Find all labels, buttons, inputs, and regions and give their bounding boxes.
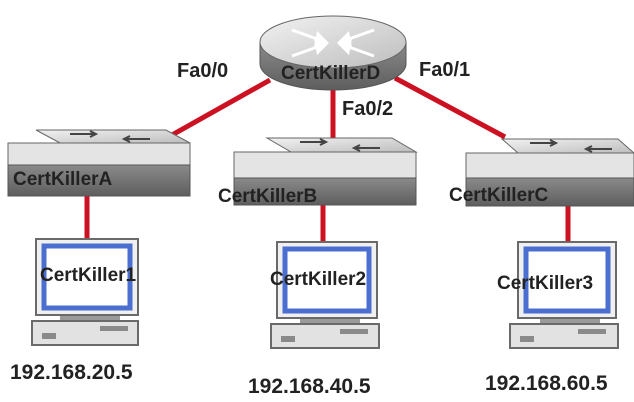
switch-b-name: CertKillerB	[218, 186, 318, 207]
switch-a-name: CertKillerA	[13, 169, 113, 190]
links	[84, 75, 571, 243]
host-1-ip: 192.168.20.5	[10, 361, 133, 384]
link-router-switch-a	[170, 77, 272, 138]
switch-c-name: CertKillerC	[449, 185, 549, 206]
computer-icon	[509, 241, 619, 349]
port-fa0-0-label: Fa0/0	[177, 60, 229, 82]
host-2-name: CertKiller2	[270, 269, 367, 290]
switch-icon	[465, 138, 634, 207]
port-fa0-2-label: Fa0/2	[342, 98, 394, 120]
host-3-ip: 192.168.60.5	[485, 372, 608, 395]
host-1-name: CertKiller1	[40, 265, 137, 286]
router-icon	[259, 15, 407, 91]
link-router-switch-c	[393, 75, 507, 140]
switch-icon	[233, 137, 418, 206]
host-2-ip: 192.168.40.5	[248, 375, 371, 398]
port-fa0-1-label: Fa0/1	[419, 59, 471, 81]
computer-icon	[31, 238, 139, 346]
host-3-name: CertKiller3	[497, 273, 594, 294]
computer-icon	[270, 241, 380, 349]
router-name: CertKillerD	[281, 63, 381, 84]
switch-icon	[7, 129, 191, 197]
